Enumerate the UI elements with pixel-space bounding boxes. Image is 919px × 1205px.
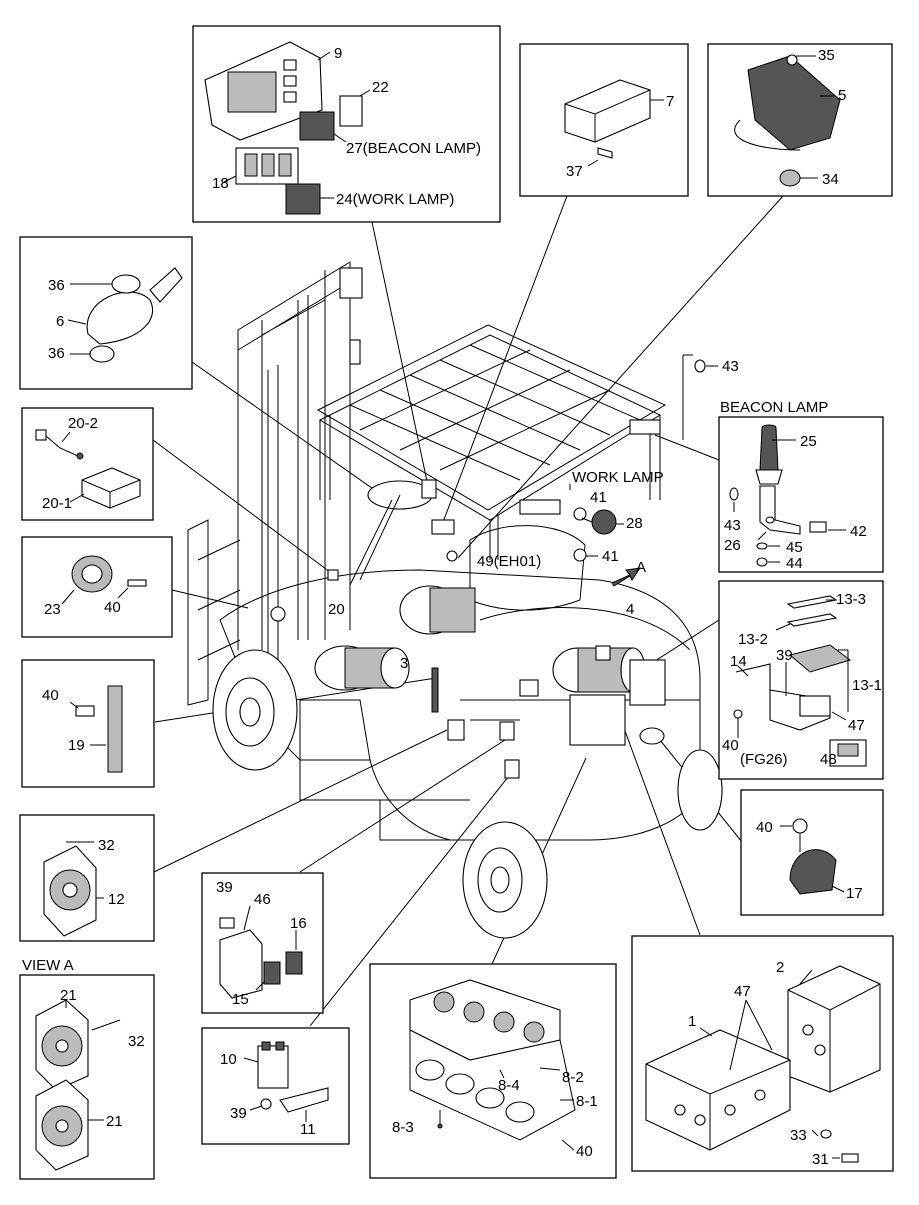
- label-36-top: 36: [48, 277, 65, 294]
- box-dashboard: 9 22 27(BEACON LAMP) 18 24(WORK LAMP): [192, 25, 501, 223]
- label-a: A: [636, 559, 646, 576]
- label-16: 16: [290, 915, 307, 932]
- beacon-lamp-heading: BEACON LAMP: [720, 399, 828, 416]
- label-17: 17: [846, 885, 863, 902]
- label-24-work-lamp: 24(WORK LAMP): [336, 191, 454, 208]
- label-13-2: 13-2: [738, 631, 768, 648]
- label-28: 28: [626, 515, 643, 532]
- label-47-bracket: 47: [848, 717, 865, 734]
- label-39-bracket: 39: [776, 647, 793, 664]
- label-36-bottom: 36: [48, 345, 65, 362]
- label-31: 31: [812, 1151, 829, 1168]
- label-21-top: 21: [60, 987, 77, 1004]
- label-26: 26: [724, 537, 741, 554]
- label-32-fan: 32: [98, 837, 115, 854]
- label-22: 22: [372, 79, 389, 96]
- label-6: 6: [56, 313, 64, 330]
- label-47-controller: 47: [734, 983, 751, 1000]
- label-39-contactor: 39: [230, 1105, 247, 1122]
- view-a-heading: VIEW A: [22, 957, 74, 974]
- label-35: 35: [818, 47, 835, 64]
- label-20-2: 20-2: [68, 415, 98, 432]
- label-13-3: 13-3: [836, 591, 866, 608]
- label-25: 25: [800, 433, 817, 450]
- box-relay: 39 46 16 15: [201, 872, 324, 1014]
- label-3: 3: [400, 655, 408, 672]
- label-21-bottom: 21: [106, 1113, 123, 1130]
- label-45: 45: [786, 539, 803, 556]
- label-fg26: (FG26): [740, 751, 788, 768]
- box-sensor: 20-2 20-1: [21, 407, 154, 521]
- label-40-bracket: 40: [722, 737, 739, 754]
- label-20: 20: [328, 601, 345, 618]
- label-8-2: 8-2: [562, 1069, 584, 1086]
- label-44: 44: [786, 555, 803, 572]
- label-18: 18: [212, 175, 229, 192]
- label-27-beacon-lamp: 27(BEACON LAMP): [346, 140, 481, 157]
- label-49-eh01: 49(EH01): [477, 553, 541, 570]
- label-43-loose: 43: [722, 358, 739, 375]
- box-guard: 40 17: [740, 789, 884, 916]
- label-2: 2: [776, 959, 784, 976]
- label-41-top: 41: [590, 489, 607, 506]
- label-9: 9: [334, 45, 342, 62]
- label-15: 15: [232, 991, 249, 1008]
- label-40-buzzer: 40: [104, 599, 121, 616]
- label-12: 12: [108, 891, 125, 908]
- label-23: 23: [44, 601, 61, 618]
- label-1: 1: [688, 1013, 696, 1030]
- label-13-1: 13-1: [852, 677, 882, 694]
- label-42: 42: [850, 523, 867, 540]
- label-33: 33: [790, 1127, 807, 1144]
- label-39-relay: 39: [216, 879, 233, 896]
- box-dcdc: 7 37: [519, 43, 689, 197]
- box-bracket: 13-3 13-2 13-1 14 39 47 40 (FG26) 48: [718, 580, 884, 780]
- label-40-frame: 40: [576, 1143, 593, 1160]
- box-fan: 32 12: [19, 814, 155, 942]
- label-19: 19: [68, 737, 85, 754]
- label-14: 14: [730, 653, 747, 670]
- label-8-4: 8-4: [498, 1077, 520, 1094]
- box-fan-frame: 8-2 8-4 8-1 8-3 40: [369, 963, 617, 1179]
- box-reflector: 40 19: [21, 659, 155, 788]
- label-46: 46: [254, 891, 271, 908]
- label-34: 34: [822, 171, 839, 188]
- label-11: 11: [300, 1121, 316, 1138]
- label-48: 48: [820, 751, 837, 768]
- work-lamp-heading: WORK LAMP: [572, 469, 664, 486]
- label-8-1: 8-1: [576, 1093, 598, 1110]
- box-pedal: 35 5 34: [707, 43, 893, 197]
- label-32-view: 32: [128, 1033, 145, 1050]
- label-40-guard: 40: [756, 819, 773, 836]
- label-8-3: 8-3: [392, 1119, 414, 1136]
- label-43-beacon: 43: [724, 517, 741, 534]
- label-40-reflector: 40: [42, 687, 59, 704]
- box-beacon: BEACON LAMP 25 43 26 45 44 42: [718, 399, 884, 573]
- box-horn: 36 6 36: [19, 236, 193, 390]
- label-10: 10: [220, 1051, 237, 1068]
- label-7: 7: [666, 93, 674, 110]
- label-4: 4: [626, 601, 634, 618]
- forklift-main-view: WORK LAMP 49(EH01) 20 3 4 A 41 28 41 43: [187, 261, 739, 939]
- box-contactor: 10 39 11: [201, 1027, 350, 1145]
- box-buzzer: 23 40: [21, 536, 173, 638]
- box-controllers: 2 1 47 33 31: [631, 935, 894, 1172]
- label-41-bottom: 41: [602, 548, 619, 565]
- label-20-1: 20-1: [42, 495, 72, 512]
- box-view-a: VIEW A 21 32 21: [19, 957, 155, 1180]
- label-37: 37: [566, 163, 583, 180]
- label-5: 5: [838, 87, 846, 104]
